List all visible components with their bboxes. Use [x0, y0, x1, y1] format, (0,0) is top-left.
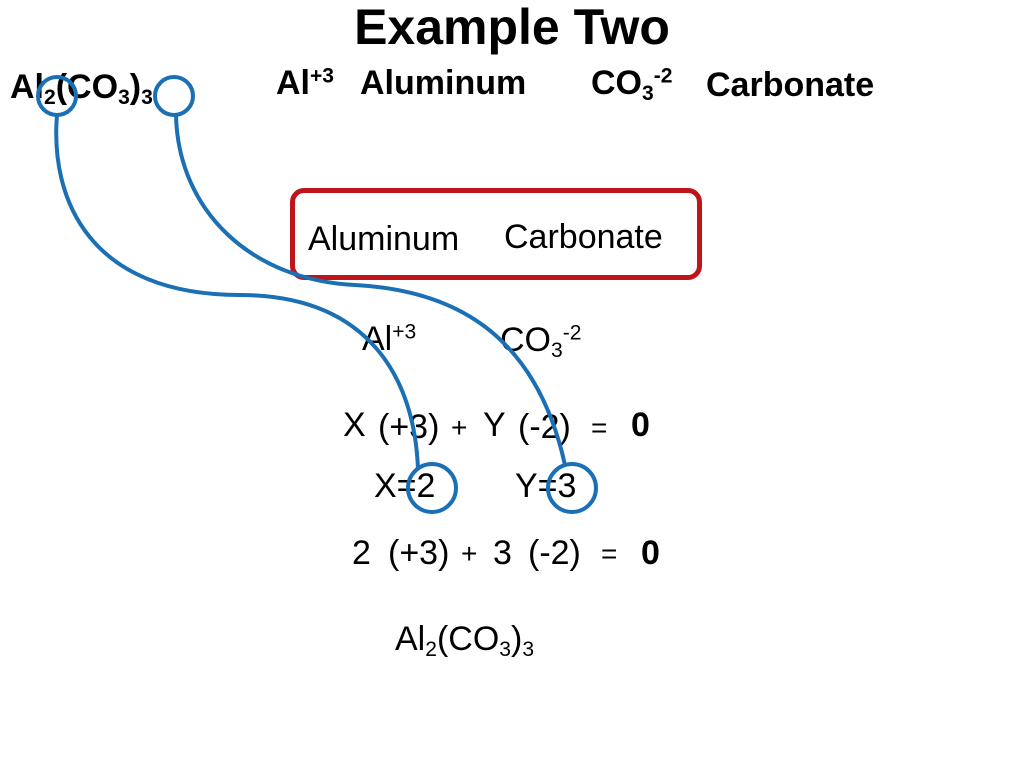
- compound-name-aluminum: Aluminum: [308, 220, 460, 258]
- equation2-result: 0: [641, 534, 660, 572]
- equation1-x: X: [343, 406, 366, 444]
- circle-x-value: [406, 462, 458, 514]
- formula-co-open: (CO: [55, 68, 119, 106]
- compound-name-carbonate: Carbonate: [504, 218, 663, 256]
- equation1-plus: +: [451, 412, 468, 443]
- circle-al-subscript: [36, 75, 78, 117]
- formula-al-subscript: 2: [44, 85, 56, 109]
- equation2-equals: =: [601, 538, 618, 569]
- final-formula: Al2(CO3)3: [395, 620, 534, 660]
- final-al-subscript: 2: [425, 637, 437, 661]
- carbonate-name-header: Carbonate: [706, 66, 875, 104]
- formula-co3-subscript: 3: [118, 85, 130, 109]
- solution-y: Y=3: [515, 467, 577, 505]
- arc-group-to-y: [174, 114, 567, 466]
- al-charge: +3: [392, 320, 417, 344]
- formula-paren-close: ): [129, 68, 142, 106]
- equation1-result: 0: [631, 406, 650, 444]
- co3-charge: -2: [562, 321, 582, 345]
- equation1-y: Y: [483, 406, 506, 444]
- final-group-subscript: 3: [522, 637, 535, 661]
- carbonate-ion-header: CO3-2: [591, 64, 673, 104]
- aluminum-ion-header: Al+3: [276, 64, 335, 102]
- aluminum-ion: Al+3: [362, 320, 417, 356]
- solution-x: X=2: [374, 467, 436, 505]
- circle-group-subscript: [153, 75, 195, 117]
- equation1-equals: =: [591, 412, 608, 443]
- final-paren-close: ): [511, 620, 523, 658]
- co3-symbol: CO: [500, 321, 551, 359]
- equation2-y: 3: [493, 534, 512, 572]
- co3-ion-subscript: 3: [642, 81, 654, 105]
- equation2-co3-charge: (-2): [528, 534, 581, 572]
- co3-ion-symbol: CO: [591, 64, 642, 102]
- co3-subscript: 3: [551, 338, 563, 362]
- equation2-x: 2: [352, 534, 371, 572]
- al-ion-symbol: Al: [276, 64, 310, 102]
- equation2-plus: +: [461, 538, 478, 569]
- equation1-co3-charge: (-2): [518, 408, 571, 446]
- compound-name-box: [290, 188, 702, 280]
- final-co3-subscript: 3: [499, 637, 512, 661]
- circle-y-value: [546, 462, 598, 514]
- page-title: Example Two: [354, 0, 670, 55]
- final-al: Al: [395, 620, 426, 658]
- arc-al-to-x: [54, 114, 420, 471]
- aluminum-name-header: Aluminum: [360, 64, 527, 102]
- equation2-al-charge: (+3): [388, 534, 450, 572]
- formula-group-subscript: 3: [141, 85, 153, 109]
- al-ion-charge: +3: [310, 64, 335, 88]
- carbonate-ion: CO3-2: [500, 321, 582, 361]
- co3-ion-charge: -2: [653, 64, 673, 88]
- final-co-open: (CO: [436, 620, 500, 658]
